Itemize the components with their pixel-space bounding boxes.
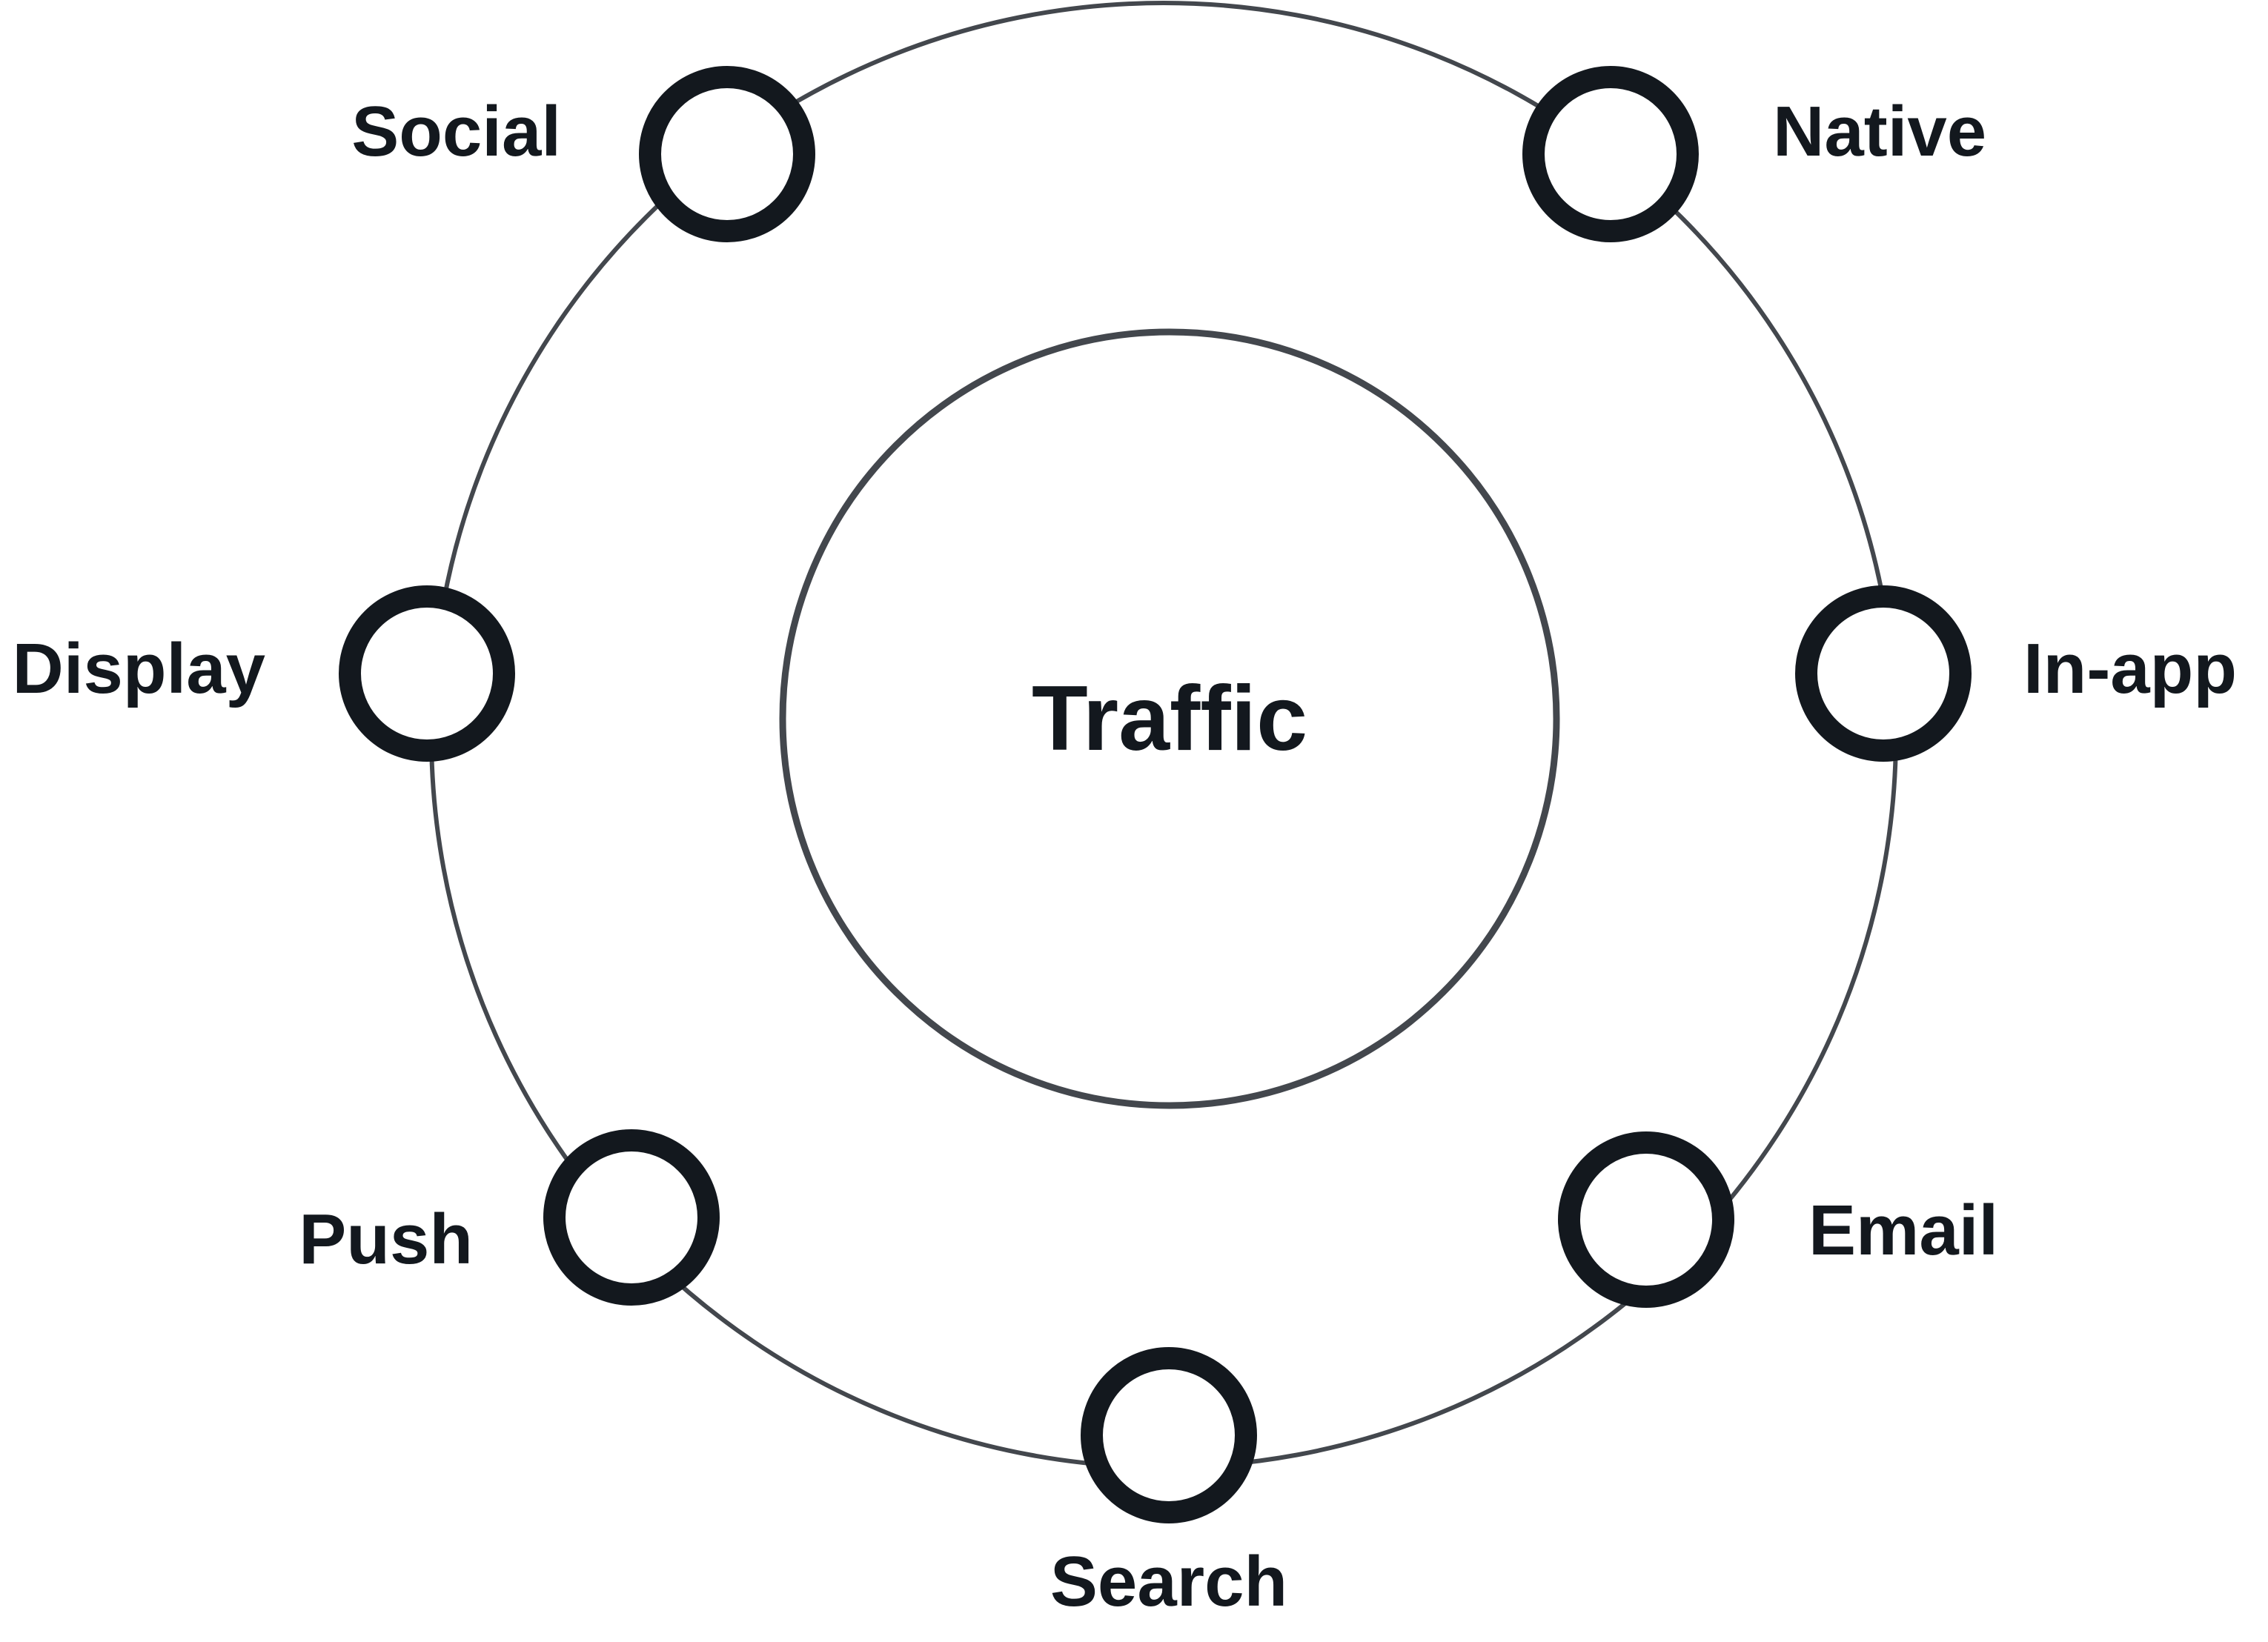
node-search: Search xyxy=(1050,1347,1287,1621)
node-display-circle xyxy=(339,585,515,762)
node-email-label: Email xyxy=(1808,1191,1998,1270)
node-search-circle xyxy=(1081,1347,1257,1523)
node-email-circle xyxy=(1558,1131,1734,1308)
node-native: Native xyxy=(1522,66,1986,242)
node-email: Email xyxy=(1558,1131,1998,1308)
node-in-app: In-app xyxy=(1795,585,2237,762)
node-social-label: Social xyxy=(351,92,561,171)
node-social: Social xyxy=(351,66,815,242)
node-in-app-circle xyxy=(1795,585,1972,762)
node-social-circle xyxy=(639,66,815,242)
node-push-label: Push xyxy=(299,1200,473,1279)
center-circle xyxy=(779,328,1560,1109)
node-native-label: Native xyxy=(1773,92,1986,171)
center-label: Traffic xyxy=(1032,668,1307,770)
node-display-label: Display xyxy=(13,629,265,708)
node-push-circle xyxy=(543,1129,720,1306)
node-search-label: Search xyxy=(1050,1542,1287,1621)
node-push: Push xyxy=(299,1129,720,1306)
node-native-circle xyxy=(1522,66,1699,242)
node-in-app-label: In-app xyxy=(2023,629,2237,708)
node-display: Display xyxy=(13,585,515,762)
